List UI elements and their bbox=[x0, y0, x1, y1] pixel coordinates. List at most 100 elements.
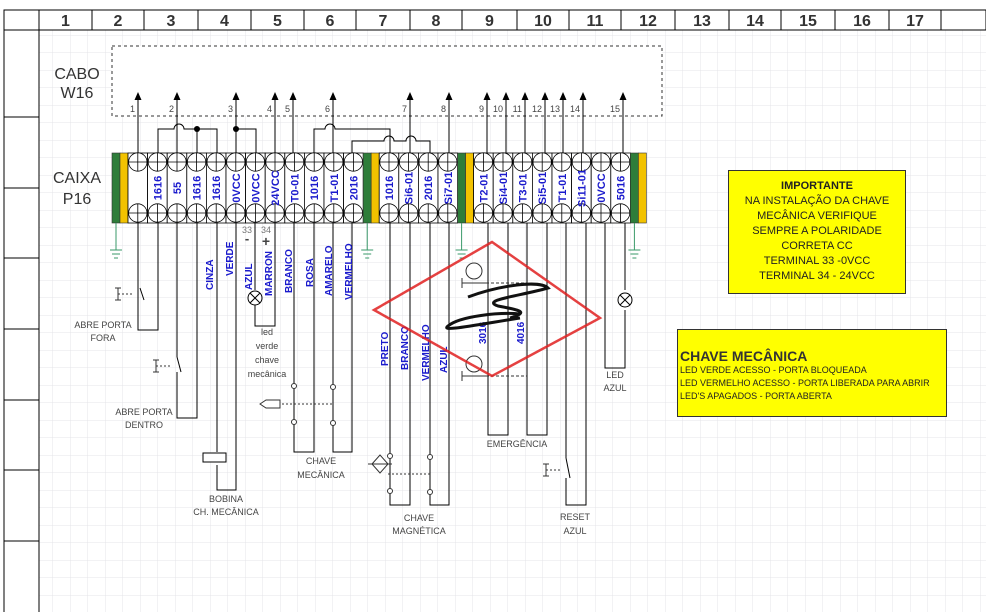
abre-fora-label: ABRE PORTA bbox=[74, 320, 131, 330]
arrow-up-icon bbox=[232, 92, 240, 100]
column-number: 13 bbox=[693, 13, 711, 30]
column-number: 6 bbox=[326, 13, 335, 30]
contact-node bbox=[427, 489, 433, 495]
wire-color-label: BRANCO bbox=[284, 249, 295, 293]
led-azul-label: AZUL bbox=[603, 383, 626, 393]
pin-number: 10 bbox=[493, 104, 503, 114]
pin-number: 2 bbox=[169, 104, 174, 114]
terminal-label: 1616 bbox=[192, 176, 204, 200]
terminal-label: Si7-01 bbox=[443, 172, 455, 204]
wire-chave-magnetica bbox=[389, 223, 411, 506]
terminal-label: 1616 bbox=[152, 176, 164, 200]
contact-node bbox=[291, 383, 297, 389]
terminal-label: 24VCC bbox=[270, 170, 282, 206]
terminal-label: T3-01 bbox=[518, 174, 530, 203]
wire-color-label: 3016 bbox=[478, 321, 489, 344]
contact-node bbox=[330, 384, 336, 390]
chave-mecanica-label: CHAVE bbox=[306, 456, 336, 466]
led-verde-label: verde bbox=[256, 341, 279, 351]
wire-color-label: VERMELHO bbox=[421, 324, 432, 381]
terminal-label: Si5-01 bbox=[537, 172, 549, 204]
left-margin bbox=[3, 10, 40, 612]
terminal-label: T2-01 bbox=[478, 174, 490, 203]
terminal-end-green bbox=[630, 152, 639, 224]
column-number: 16 bbox=[853, 13, 871, 30]
red-markup-diamond bbox=[371, 240, 603, 378]
pin-number: 11 bbox=[513, 104, 522, 114]
column-number: 5 bbox=[273, 13, 282, 30]
box-label-line1: CAIXA bbox=[53, 170, 101, 187]
emergency-button-icon bbox=[461, 278, 486, 288]
column-number: 11 bbox=[587, 13, 604, 30]
led-verde-label: mecânica bbox=[248, 369, 287, 379]
column-number: 8 bbox=[432, 13, 441, 30]
contact-node bbox=[387, 488, 393, 494]
switch-contact bbox=[139, 287, 145, 301]
terminal-end-green bbox=[111, 152, 121, 224]
arrow-up-icon bbox=[483, 92, 491, 100]
column-number: 7 bbox=[379, 13, 388, 30]
pin-number: 15 bbox=[610, 104, 620, 114]
terminal-label: 55 bbox=[172, 182, 184, 194]
arrow-up-icon bbox=[619, 92, 627, 100]
chave-magnetica-label: MAGNÉTICA bbox=[392, 526, 446, 536]
pin-number: 14 bbox=[570, 104, 580, 114]
grid-background bbox=[39, 30, 986, 612]
terminal-label: 1016 bbox=[309, 176, 321, 200]
arrow-up-icon bbox=[134, 92, 142, 100]
contact-node bbox=[330, 420, 336, 426]
reset-label: RESET bbox=[560, 512, 591, 522]
chave-magnetica-label: CHAVE bbox=[404, 513, 434, 523]
box-label-line2: P16 bbox=[63, 191, 92, 208]
header-band bbox=[3, 9, 986, 31]
polarity-number: 33 bbox=[242, 225, 252, 235]
wire-chave-mecanica bbox=[332, 223, 353, 453]
wire-color-label: AZUL bbox=[244, 263, 255, 290]
cable-w16-box bbox=[111, 45, 663, 117]
led-lamp-icon bbox=[619, 294, 631, 306]
pin-number: 3 bbox=[228, 104, 233, 114]
cable-label-line2: W16 bbox=[61, 85, 94, 102]
column-number: 4 bbox=[220, 13, 229, 30]
column-number: 12 bbox=[639, 13, 657, 30]
wire-reset bbox=[565, 223, 587, 506]
chave-mecanica-label: MECÂNICA bbox=[297, 470, 345, 480]
wire-chave-magnetica bbox=[429, 223, 450, 506]
chave-mecanica-note: CHAVE MECÂNICA LED VERDE ACESSO - PORTA … bbox=[677, 329, 947, 417]
key-switch-icon bbox=[259, 399, 281, 409]
pin-number: 5 bbox=[285, 104, 290, 114]
wire-color-label: CINZA bbox=[205, 259, 216, 290]
arrow-up-icon bbox=[445, 92, 453, 100]
wire-emergencia bbox=[526, 223, 548, 436]
column-number: 1 bbox=[61, 13, 70, 30]
column-number: 10 bbox=[534, 13, 552, 30]
wire-led-verde bbox=[254, 223, 276, 327]
important-note-line: SEMPRE A POLARIDADE bbox=[752, 225, 882, 237]
terminal-end-green bbox=[457, 152, 466, 224]
reset-label: AZUL bbox=[563, 526, 586, 536]
important-note: IMPORTANTE NA INSTALAÇÃO DA CHAVE MECÂNI… bbox=[728, 170, 906, 294]
pin-number: 13 bbox=[550, 104, 560, 114]
wire-led-azul bbox=[604, 223, 626, 369]
pin-number: 7 bbox=[402, 104, 407, 114]
bobina-label: BOBINA bbox=[209, 494, 243, 504]
wire-color-label: VERMELHO bbox=[344, 243, 355, 300]
important-note-line: TERMINAL 34 - 24VCC bbox=[759, 270, 875, 282]
arrow-up-icon bbox=[502, 92, 510, 100]
chave-note-line: LED'S APAGADOS - PORTA ABERTA bbox=[680, 391, 832, 401]
column-number: 17 bbox=[906, 13, 924, 30]
chave-note-line: LED VERMELHO ACESSO - PORTA LIBERADA PAR… bbox=[680, 378, 930, 388]
terminal-label: 2016 bbox=[348, 176, 360, 200]
column-number: 15 bbox=[799, 13, 817, 30]
chave-note-line: LED VERDE ACESSO - PORTA BLOQUEADA bbox=[680, 365, 867, 375]
junction-dot bbox=[233, 126, 239, 132]
contact-node bbox=[291, 419, 297, 425]
scribble-mark bbox=[445, 282, 551, 330]
wire-color-label: AMARELO bbox=[324, 245, 335, 296]
field-circuits bbox=[115, 223, 633, 506]
terminal-end-yellow bbox=[370, 152, 380, 224]
